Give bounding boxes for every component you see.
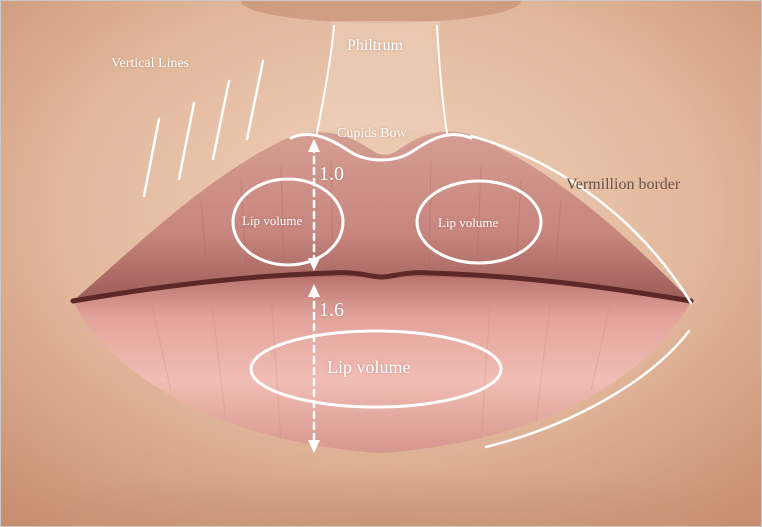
vertical-lines-label: Vertical Lines [111, 56, 189, 72]
lip-volume-left-label: Lip volume [242, 213, 302, 229]
philtrum-label: Philtrum [347, 37, 403, 55]
lower-ratio-label: 1.6 [319, 299, 344, 322]
lip-volume-lower-label: Lip volume [327, 357, 411, 378]
lip-volume-right-label: Lip volume [438, 215, 498, 231]
vermillion-border-label: Vermillion border [566, 176, 680, 194]
upper-ratio-label: 1.0 [319, 163, 344, 186]
cupids-bow-label: Cupids Bow [337, 126, 407, 142]
